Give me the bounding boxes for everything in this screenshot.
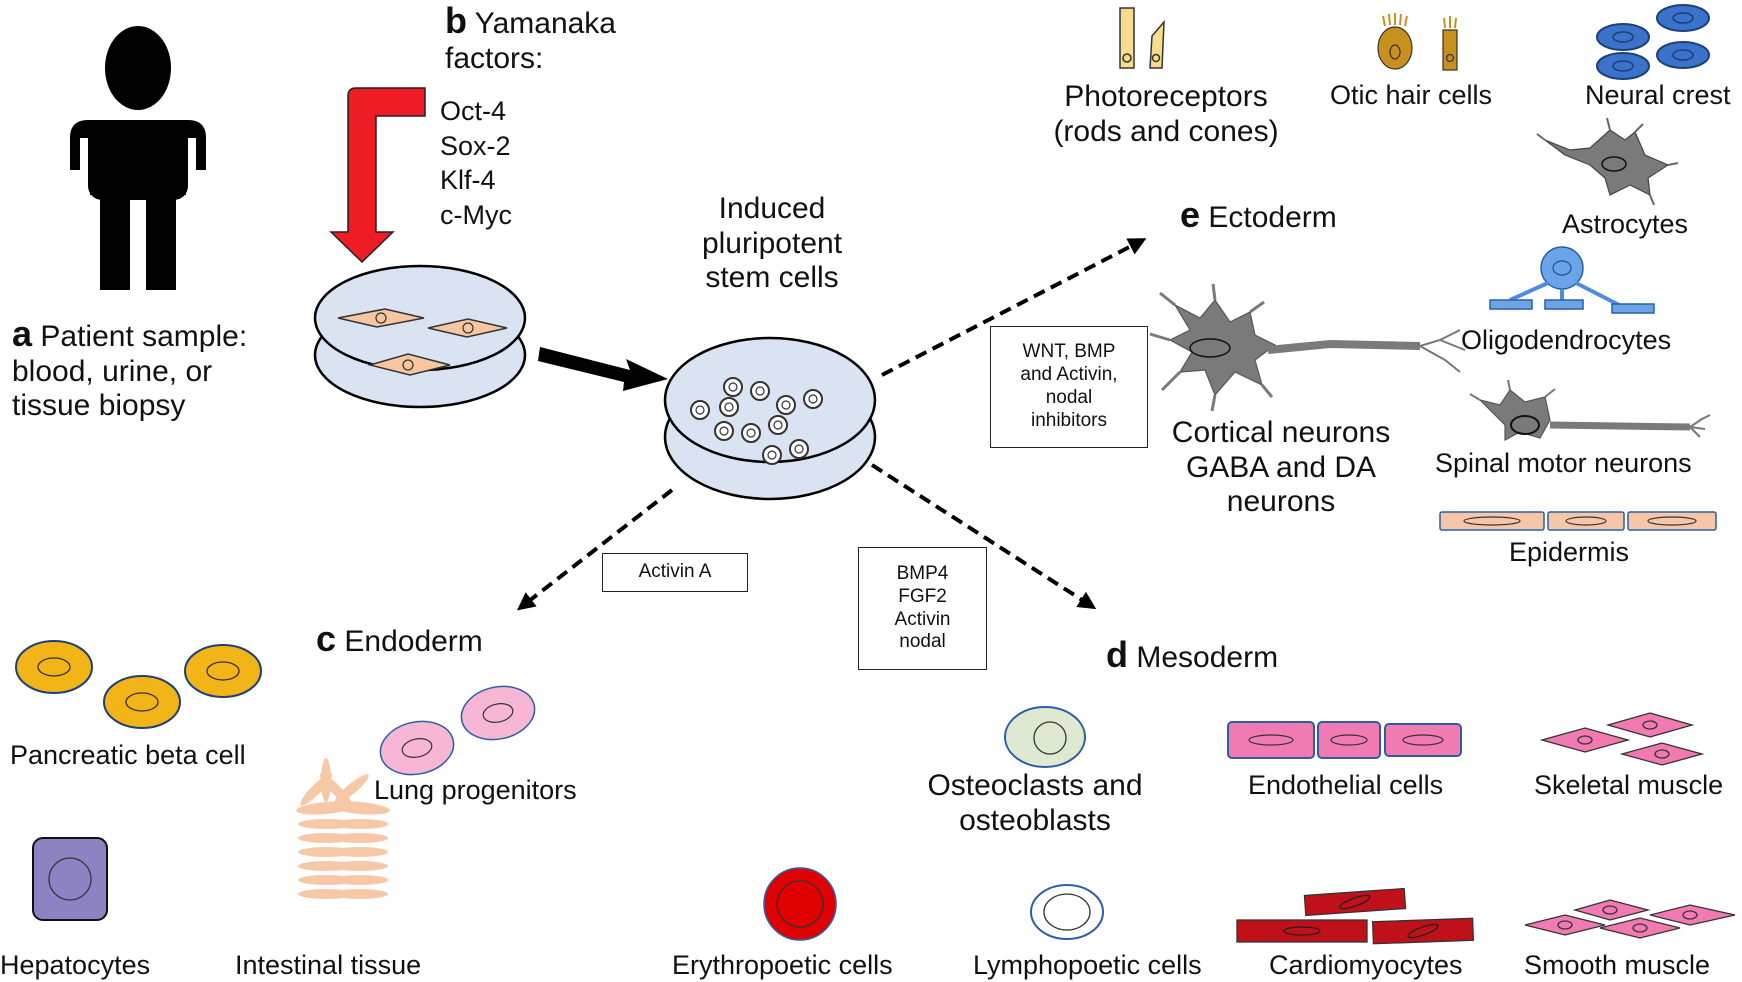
cortical-neuron-icon	[1149, 283, 1466, 412]
astrocyte-icon	[1536, 117, 1679, 206]
patient-sample-label: Patient sample: blood, urine, or tissue …	[12, 320, 248, 422]
otic-hair-cell-icon	[1377, 13, 1458, 71]
panel-letter-a: a	[12, 313, 33, 354]
erythropoetic-cells-label: Erythropoetic cells	[672, 950, 893, 980]
mesoderm-title: Mesoderm	[1136, 641, 1279, 674]
endothelial-cells-label: Endothelial cells	[1248, 770, 1444, 800]
pancreatic-beta-cell-label: Pancreatic beta cell	[10, 740, 246, 770]
hepatocytes-label: Hepatocytes	[0, 950, 151, 980]
reprogramming-arrow-icon	[538, 347, 668, 391]
otic-hair-cells-label: Otic hair cells	[1330, 80, 1493, 110]
yamanaka-factor-list: Oct-4 Sox-2 Klf-4 c-Myc	[440, 96, 512, 230]
intestinal-tissue-icon	[296, 758, 390, 899]
spinal-motor-neuron-icon	[1469, 379, 1711, 441]
pancreatic-beta-cell-icon	[15, 640, 262, 729]
erythropoetic-cell-icon	[763, 867, 837, 941]
epidermis-cell-icon	[1439, 511, 1717, 531]
hepatocyte-icon	[32, 837, 108, 921]
astrocytes-label: Astrocytes	[1562, 209, 1689, 239]
person-icon	[70, 26, 206, 290]
skeletal-muscle-label: Skeletal muscle	[1534, 770, 1724, 800]
lymphopoetic-cells-label: Lymphopoetic cells	[973, 950, 1202, 980]
neural-crest-label: Neural crest	[1585, 80, 1731, 110]
mesoderm-conditions-box: BMP4 FGF2 Activin nodal	[858, 547, 987, 670]
endoderm-title: Endoderm	[344, 625, 483, 658]
mesoderm-arrow	[870, 463, 1097, 610]
panel-letter-e: e	[1180, 194, 1201, 235]
petri-dish-ipsc	[663, 336, 877, 501]
epidermis-label: Epidermis	[1509, 537, 1630, 567]
photoreceptors-label: Photoreceptors (rods and cones)	[1053, 80, 1279, 148]
endoderm-arrow	[516, 488, 674, 611]
stem-cell-colony	[690, 377, 823, 465]
skeletal-muscle-icon	[1539, 712, 1705, 766]
petri-dish-patient	[313, 264, 527, 409]
osteo-cell-icon	[1004, 706, 1086, 768]
cardiomyocytes-label: Cardiomyocytes	[1269, 950, 1463, 980]
panel-letter-b: b	[445, 0, 467, 41]
cortical-neurons-label: Cortical neurons GABA and DA neurons	[1171, 416, 1391, 518]
cardiomyocyte-icon	[1236, 887, 1475, 945]
neural-crest-cell-icon	[1596, 4, 1710, 80]
photoreceptor-icon	[1119, 7, 1165, 69]
endothelial-cell-icon	[1227, 721, 1462, 759]
yamanaka-title: Yamanaka factors:	[445, 7, 616, 75]
yamanaka-arrow-icon	[329, 87, 426, 264]
smooth-muscle-label: Smooth muscle	[1524, 950, 1711, 980]
oligodendrocytes-label: Oligodendrocytes	[1461, 325, 1672, 355]
smooth-muscle-icon	[1524, 899, 1736, 939]
spinal-motor-neurons-label: Spinal motor neurons	[1435, 448, 1692, 478]
ipsc-label: Induced pluripotent stem cells	[701, 192, 843, 294]
ectoderm-conditions-box: WNT, BMP and Activin, nodal inhibitors	[990, 326, 1148, 448]
osteo-label: Osteoclasts and osteoblasts	[927, 769, 1143, 837]
panel-letter-c: c	[316, 618, 337, 659]
lung-progenitor-icon	[379, 685, 536, 776]
intestinal-tissue-label: Intestinal tissue	[235, 950, 422, 980]
fibroblast-cell	[337, 308, 508, 376]
ectoderm-title: Ectoderm	[1208, 201, 1337, 234]
lung-progenitors-label: Lung progenitors	[374, 775, 577, 805]
lymphopoetic-cell-icon	[1030, 884, 1104, 940]
oligodendrocyte-icon	[1489, 246, 1655, 314]
endoderm-conditions-box: Activin A	[602, 553, 748, 592]
panel-letter-d: d	[1106, 634, 1128, 675]
ectoderm-arrow	[881, 238, 1147, 377]
